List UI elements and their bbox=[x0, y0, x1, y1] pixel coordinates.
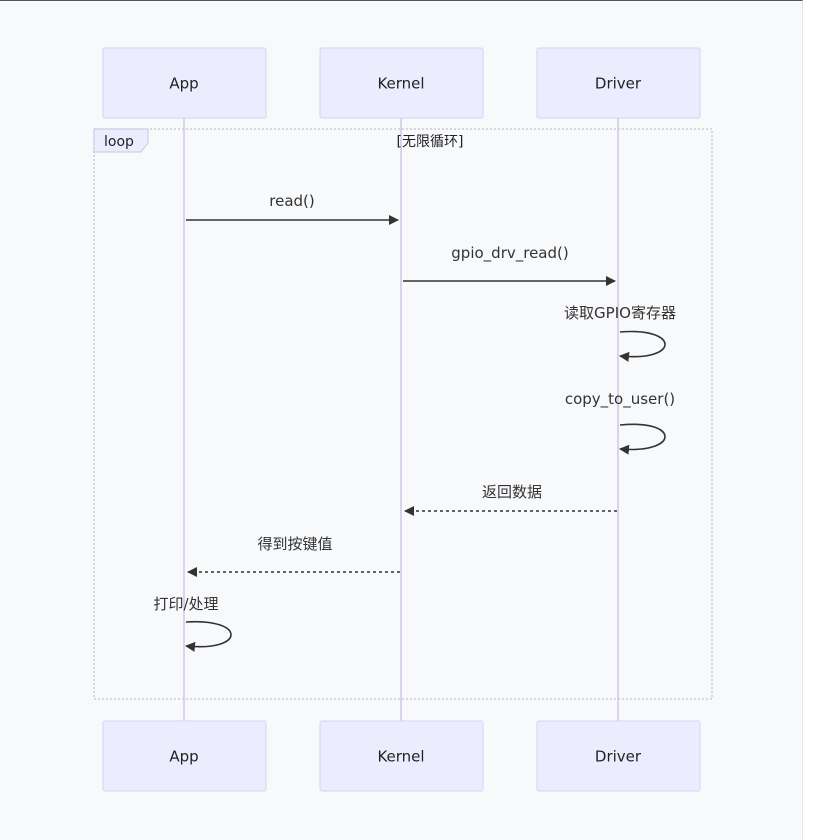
message-gpio-drv-read-label: gpio_drv_read() bbox=[451, 244, 568, 263]
actor-driver-top-label: Driver bbox=[595, 75, 642, 93]
actor-driver-bottom: Driver bbox=[536, 720, 701, 792]
message-read-gpio-label: 读取GPIO寄存器 bbox=[564, 304, 676, 322]
actor-app-top-label: App bbox=[169, 75, 198, 93]
loop-condition: [无限循环] bbox=[397, 134, 464, 150]
message-read-gpio-arrow bbox=[619, 330, 666, 362]
actor-app-bottom-label: App bbox=[169, 748, 198, 766]
message-return-data-label: 返回数据 bbox=[482, 483, 542, 501]
loop-frame bbox=[93, 128, 713, 700]
loop-label: loop bbox=[104, 134, 134, 150]
message-print-label: 打印/处理 bbox=[153, 595, 218, 613]
actor-app-bottom: App bbox=[102, 720, 267, 792]
actor-app-top: App bbox=[102, 47, 267, 119]
message-print-arrow bbox=[185, 620, 232, 652]
actor-driver-top: Driver bbox=[536, 47, 701, 119]
actor-kernel-bottom: Kernel bbox=[319, 720, 484, 792]
message-copy-to-user-label: copy_to_user() bbox=[565, 390, 675, 409]
actor-driver-bottom-label: Driver bbox=[595, 748, 642, 766]
message-get-key-label: 得到按键值 bbox=[257, 535, 332, 553]
loop-tab bbox=[93, 128, 149, 153]
actor-kernel-bottom-label: Kernel bbox=[377, 748, 424, 766]
actor-kernel-top: Kernel bbox=[319, 47, 484, 119]
message-copy-to-user-arrow bbox=[619, 423, 666, 455]
message-read-label: read() bbox=[269, 192, 314, 210]
actor-kernel-top-label: Kernel bbox=[377, 75, 424, 93]
